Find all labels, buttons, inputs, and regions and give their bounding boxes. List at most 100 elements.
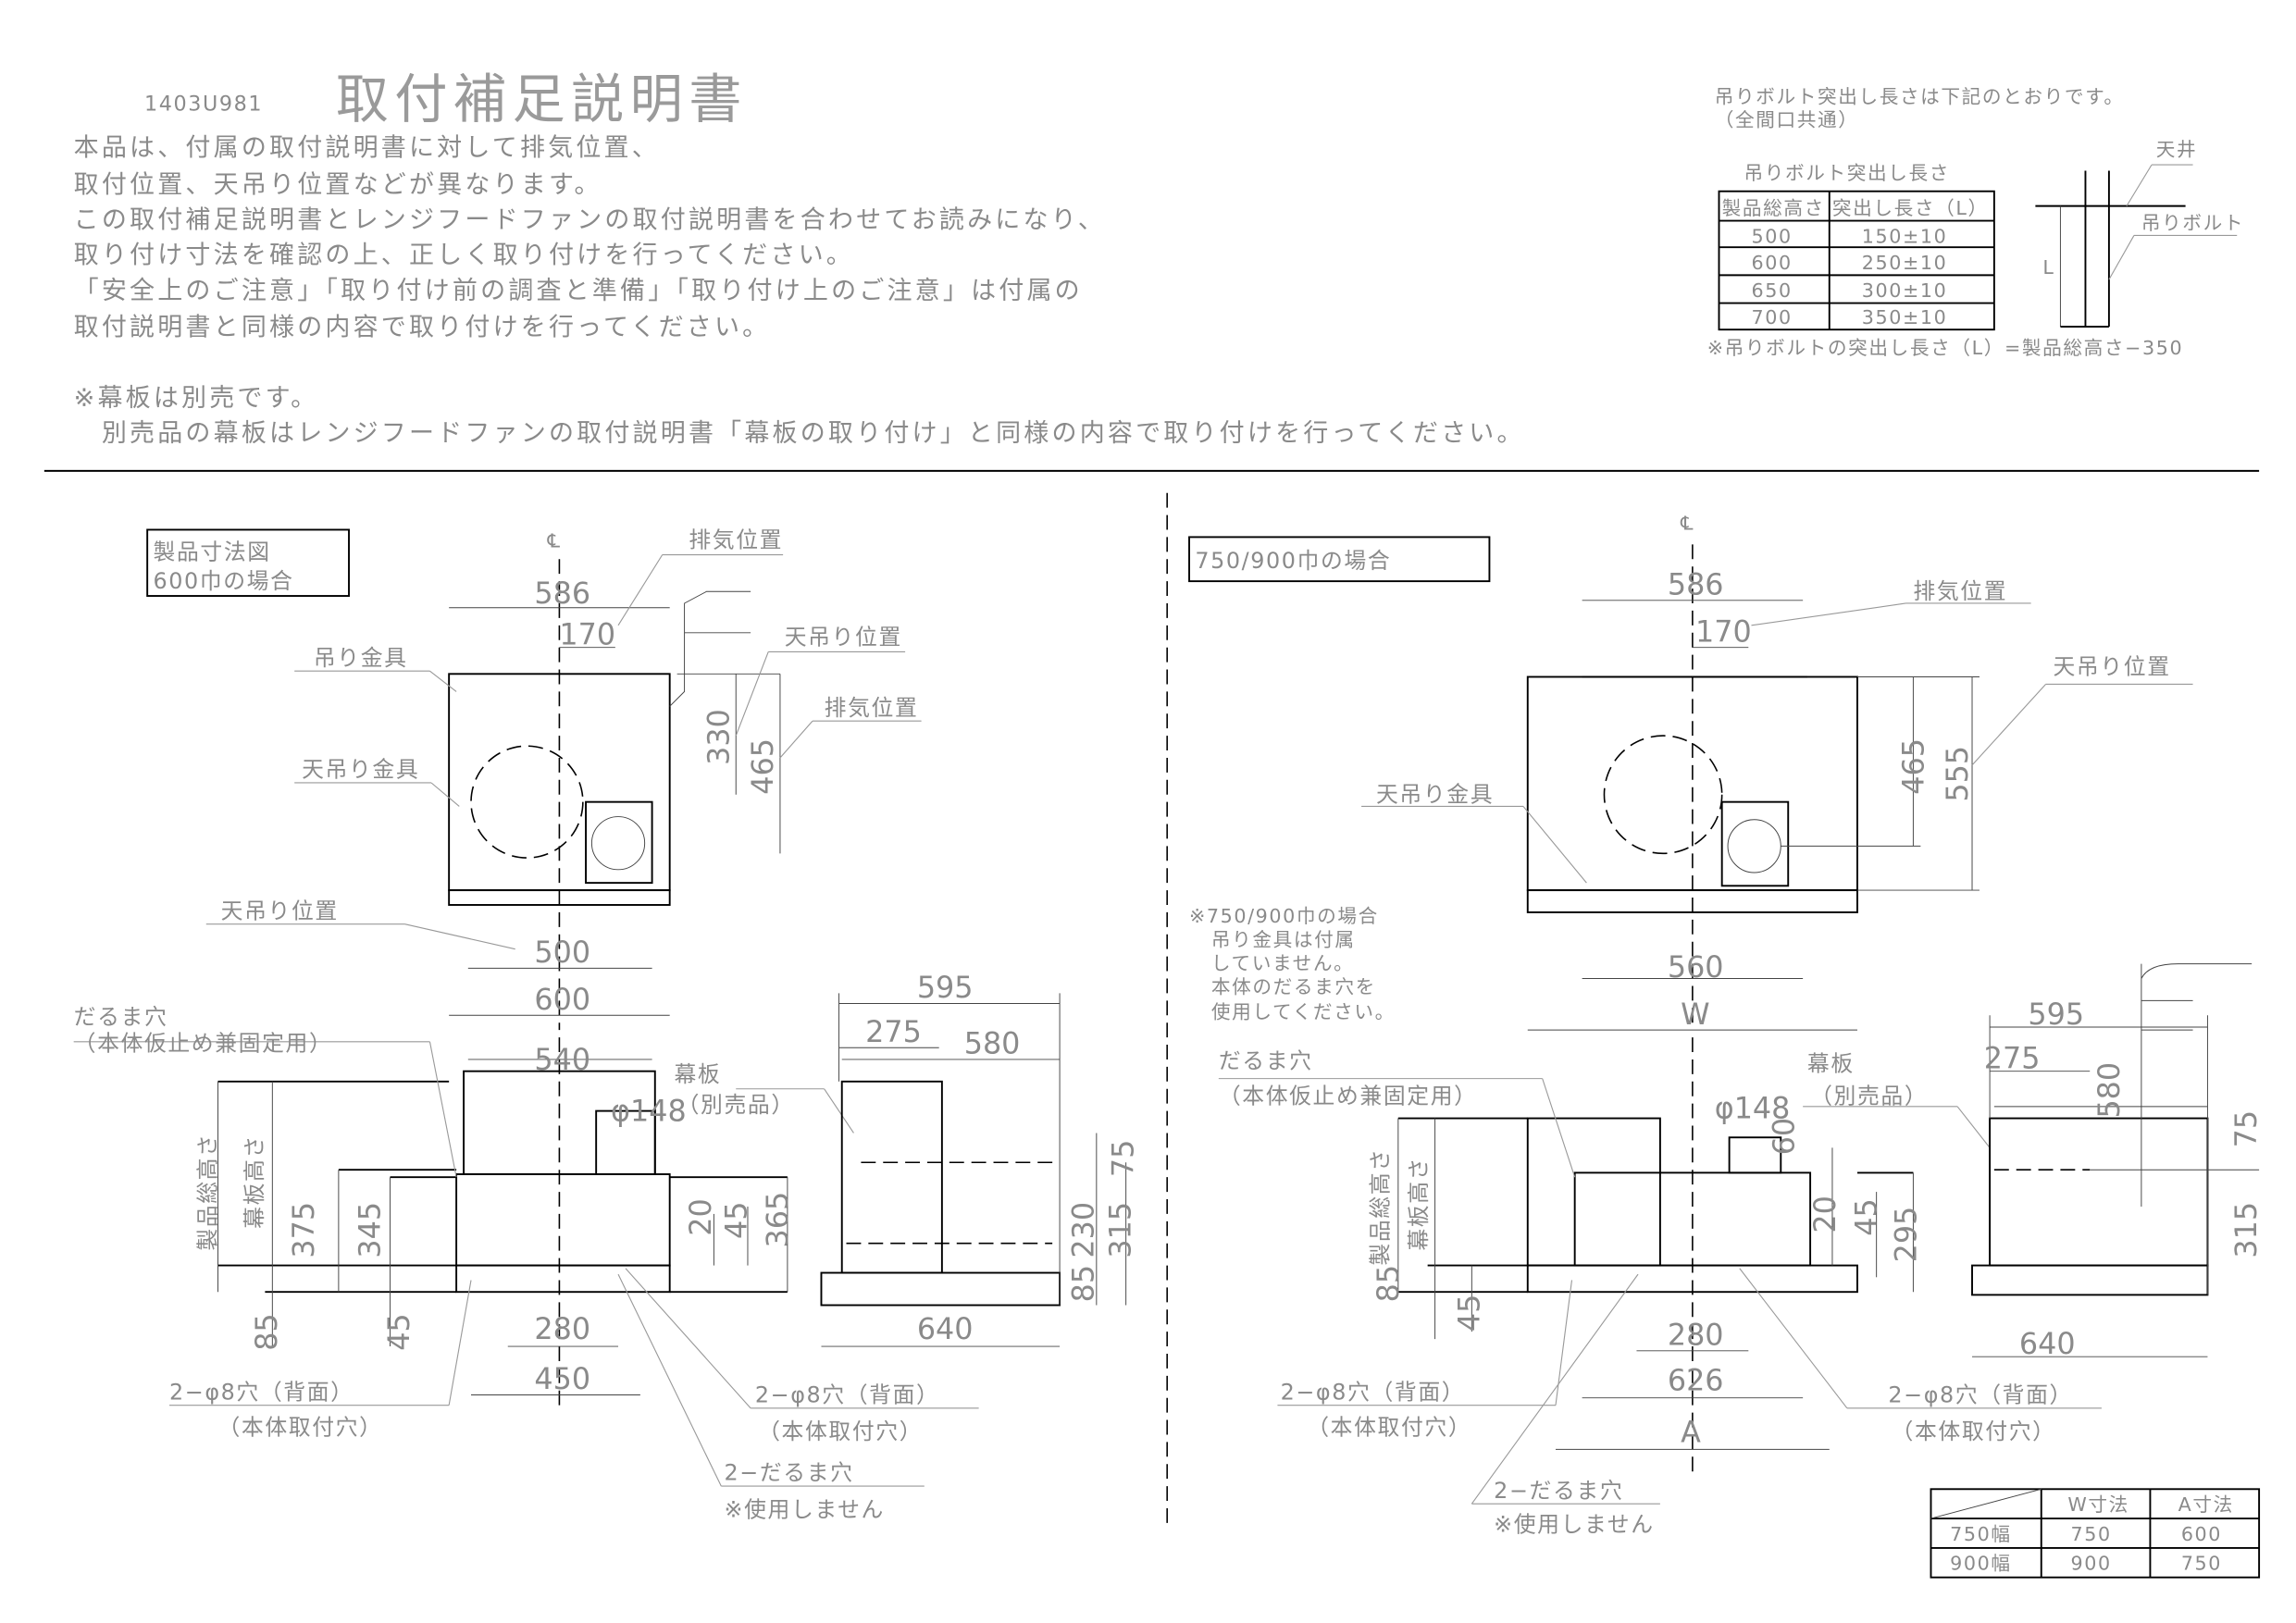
dim-560: 560 xyxy=(1668,950,1724,985)
dim-295: 295 xyxy=(1890,1207,1924,1263)
paragraph-line: 本品は、付属の取付説明書に対して排気位置、 xyxy=(74,134,660,163)
label-hole-left: 2−φ8穴（背面） xyxy=(1281,1379,1466,1405)
side-view: 595 275 580 75 315 640 xyxy=(1971,963,2264,1361)
paragraph-line: 取付説明書と同様の内容で取り付けを行ってください。 xyxy=(74,314,771,342)
label-daruma: だるま穴 xyxy=(74,1004,168,1030)
front-view: 540 φ148 製品総高さ 幕板高さ 375 345 85 45 20 45 … xyxy=(73,1004,979,1523)
drawing-title: 750/900巾の場合 xyxy=(1195,548,1391,574)
dim-315: 315 xyxy=(2229,1202,2264,1258)
note-line: ※幕板は別売です。 xyxy=(74,384,319,413)
label-daruma-2-sub: ※使用しません xyxy=(1494,1511,1654,1537)
label-hole-left-sub: （本体取付穴） xyxy=(1307,1414,1471,1440)
label-total-height: 製品総高さ xyxy=(1368,1147,1394,1265)
dim-586: 586 xyxy=(1668,567,1724,601)
dim-275: 275 xyxy=(865,1015,922,1049)
bolt-table-title: 吊りボルト突出し長さ xyxy=(1744,162,1950,184)
dim-170: 170 xyxy=(1695,614,1752,649)
dim-540: 540 xyxy=(534,1043,590,1077)
label-daruma-2: 2−だるま穴 xyxy=(1494,1478,1623,1504)
bolt-intro: 吊りボルト突出し長さは下記のとおりです。 xyxy=(1715,85,2125,107)
size-col-header: W寸法 xyxy=(2067,1493,2129,1516)
label-ceiling-hang: 天吊り位置 xyxy=(2053,653,2170,679)
dim-20: 20 xyxy=(684,1198,718,1235)
length-label: L xyxy=(2042,256,2054,279)
paragraph-line: 取付位置、天吊り位置などが異なります。 xyxy=(74,170,602,199)
paragraph-line: この取付補足説明書とレンジフードファンの取付説明書を合わせてお読みになり、 xyxy=(74,205,1106,234)
dim-586: 586 xyxy=(534,576,590,611)
note-line: 本体のだるま穴を xyxy=(1211,975,1376,997)
paragraph-line: 取り付け寸法を確認の上、正しく取り付けを行ってください。 xyxy=(74,242,854,270)
bolt-info: 吊りボルト突出し長さは下記のとおりです。 （全間口共通） 吊りボルト突出し長さ … xyxy=(1707,85,2243,359)
dim-465: 465 xyxy=(1897,738,1931,795)
bolt-intro: （全間口共通） xyxy=(1715,109,1859,131)
dim-555: 555 xyxy=(1941,746,1975,802)
dim-45: 45 xyxy=(1452,1295,1486,1332)
bolt-footnote: ※吊りボルトの突出し長さ（L）=製品総高さ−350 xyxy=(1707,337,2183,359)
dim-w: W xyxy=(1681,997,1709,1032)
dim-626: 626 xyxy=(1668,1364,1724,1398)
dim-170: 170 xyxy=(559,618,615,652)
dim-640: 640 xyxy=(2019,1327,2076,1361)
size-cell: 750 xyxy=(2071,1523,2112,1545)
dim-365: 365 xyxy=(761,1192,795,1248)
left-drawing: 製品寸法図 600巾の場合 ℄ 586 170 xyxy=(73,527,1141,1523)
label-exhaust-2: 排気位置 xyxy=(825,695,919,721)
label-daruma-sub: （本体仮止め兼固定用） xyxy=(1219,1084,1478,1109)
dim-600: 600 xyxy=(534,983,590,1017)
note-line: ※750/900巾の場合 xyxy=(1189,905,1379,927)
label-daruma-2: 2−だるま穴 xyxy=(725,1460,854,1486)
intro-paragraph: 本品は、付属の取付説明書に対して排気位置、 取付位置、天吊り位置などが異なります… xyxy=(74,134,1522,449)
label-daruma-2-sub: ※使用しません xyxy=(725,1497,885,1523)
bolt-cell: 350±10 xyxy=(1862,306,1948,328)
label-panel-sub: （別売品） xyxy=(1810,1084,1928,1109)
bolt-diagram: 天井 吊りボルト L xyxy=(2035,139,2243,328)
dim-85: 85 xyxy=(250,1313,284,1350)
label-ceiling-hang: 天吊り位置 xyxy=(785,625,902,650)
drawing-title: 製品寸法図 xyxy=(154,539,271,564)
size-cell: 600 xyxy=(2181,1523,2222,1545)
label-total-height: 製品総高さ xyxy=(194,1134,220,1251)
dim-640: 640 xyxy=(917,1312,974,1346)
dim-450: 450 xyxy=(534,1362,590,1396)
dim-45: 45 xyxy=(382,1313,416,1350)
label-panel-sub: （別売品） xyxy=(677,1092,795,1118)
size-table: W寸法 A寸法 750幅 750 600 900幅 900 750 xyxy=(1930,1488,2261,1579)
note-line: していません。 xyxy=(1211,952,1354,974)
dim-a: A xyxy=(1681,1415,1701,1449)
label-ceiling-hang-2: 天吊り位置 xyxy=(221,898,339,923)
dim-20: 20 xyxy=(1808,1196,1843,1233)
hanger-note: ※750/900巾の場合 吊り金具は付属 していません。 本体のだるま穴を 使用… xyxy=(1189,905,1394,1022)
ceiling-label: 天井 xyxy=(2156,139,2198,161)
dim-275: 275 xyxy=(1984,1041,2041,1075)
label-hanger: 吊り金具 xyxy=(314,645,408,671)
dim-75: 75 xyxy=(2229,1110,2264,1147)
centerline-mark: ℄ xyxy=(1680,512,1694,534)
dim-595: 595 xyxy=(2028,997,2084,1032)
bolt-col-header: 製品総高さ xyxy=(1722,197,1825,219)
top-view: 586 170 330 465 500 600 排気位置 天吊り位置 吊り金具 … xyxy=(205,527,922,1031)
dim-85: 85 xyxy=(1371,1265,1406,1302)
label-daruma-sub: （本体仮止め兼固定用） xyxy=(74,1030,333,1056)
dim-phi148: φ148 xyxy=(611,1095,687,1129)
top-view: 586 170 465 555 560 W 排気位置 天吊り位置 天吊り金具 xyxy=(1361,544,2193,1032)
size-cell: 900 xyxy=(2071,1553,2112,1575)
bolt-cell: 650 xyxy=(1751,279,1792,302)
label-hole-right: 2−φ8穴（背面） xyxy=(1888,1381,2073,1407)
bolt-cell: 600 xyxy=(1751,252,1792,274)
size-cell: 900幅 xyxy=(1950,1553,2011,1575)
dim-280: 280 xyxy=(534,1312,590,1346)
bolt-cell: 300±10 xyxy=(1862,279,1948,302)
label-hole-right: 2−φ8穴（背面） xyxy=(755,1381,940,1407)
dim-580: 580 xyxy=(2092,1062,2127,1119)
size-cell: 750 xyxy=(2181,1553,2222,1575)
label-daruma: だるま穴 xyxy=(1219,1047,1313,1073)
centerline-mark: ℄ xyxy=(547,530,562,552)
paragraph-line: 「安全上のご注意」「取り付け前の調査と準備」「取り付け上のご注意」は付属の xyxy=(74,277,1083,305)
bolt-col-header: 突出し長さ（L） xyxy=(1832,197,1989,219)
label-hole-right-sub: （本体取付穴） xyxy=(1892,1419,2056,1444)
label-hole-left-sub: （本体取付穴） xyxy=(217,1414,382,1440)
label-panel-height: 幕板高さ xyxy=(1406,1157,1432,1251)
page-title: 取付補足説明書 xyxy=(336,69,748,130)
label-ceiling-bracket: 天吊り金具 xyxy=(302,757,419,783)
